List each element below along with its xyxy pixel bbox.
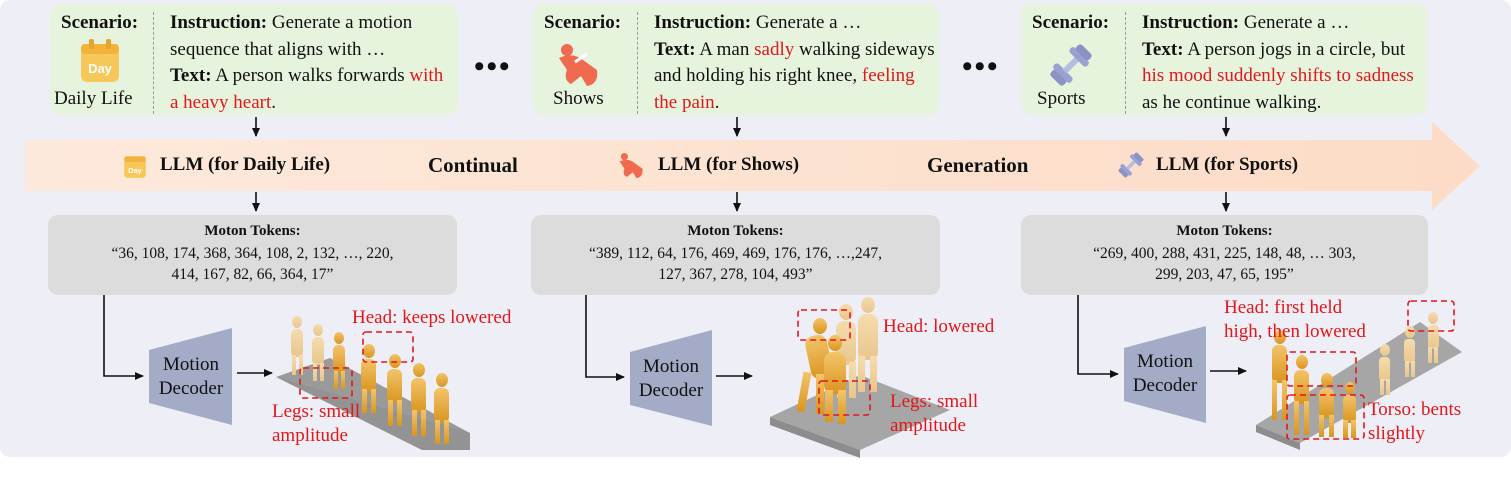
ellipsis: ••• — [962, 50, 1000, 83]
scenario-text: Instruction: Generate a motion sequence … — [170, 12, 444, 113]
scenario-card-shows: Scenario: Shows Instruction: Generate a … — [533, 4, 939, 115]
annotation-head: Head: lowered — [883, 316, 995, 337]
scenario-label: Scenario: — [1032, 12, 1110, 33]
svg-text:Day: Day — [88, 61, 113, 76]
tokens-values: “36, 108, 174, 368, 364, 108, 2, 132, …,… — [111, 245, 394, 283]
ellipsis: ••• — [474, 50, 512, 83]
scenario-text: Instruction: Generate a … Text: A man sa… — [654, 12, 935, 113]
scenario-card-daily-life: Scenario: Day Daily Life Instruction: Ge… — [50, 4, 458, 115]
annotation-head: Head: keeps lowered — [352, 307, 512, 328]
llm-label-daily-life: LLM (for Daily Life) — [160, 154, 331, 175]
stage-word-generation: Generation — [927, 153, 1029, 177]
divider — [1125, 12, 1126, 114]
calendar-day-icon: Day — [124, 156, 146, 178]
scenario-name: Daily Life — [54, 88, 133, 109]
motion-render-shows — [770, 297, 950, 458]
calendar-day-icon: Day — [81, 39, 119, 82]
llm-label-sports: LLM (for Sports) — [1156, 154, 1299, 175]
tokens-title: Moton Tokens: — [687, 223, 784, 239]
motion-render-sports — [1256, 300, 1462, 450]
tokens-title: Moton Tokens: — [1176, 223, 1273, 239]
motion-tokens-box-daily-life: Moton Tokens: “36, 108, 174, 368, 364, 1… — [48, 215, 457, 295]
scenario-label: Scenario: — [544, 12, 622, 33]
stage-word-continual: Continual — [428, 153, 518, 177]
scenario-name: Shows — [553, 88, 604, 109]
divider — [153, 12, 154, 114]
divider — [637, 12, 638, 114]
tokens-values: “389, 112, 64, 176, 469, 469, 176, 176, … — [588, 245, 883, 283]
dumbbell-icon — [1050, 44, 1092, 86]
motion-render-daily-life — [276, 316, 470, 450]
scenario-label: Scenario: — [61, 12, 139, 33]
motion-tokens-box-shows: Moton Tokens: “389, 112, 64, 176, 469, 4… — [531, 215, 940, 295]
scenario-text: Instruction: Generate a … Text: A person… — [1142, 12, 1414, 113]
scenario-name: Sports — [1037, 88, 1086, 109]
llm-label-shows: LLM (for Shows) — [658, 154, 800, 175]
tokens-title: Moton Tokens: — [204, 223, 301, 239]
motion-tokens-box-sports: Moton Tokens: “269, 400, 288, 431, 225, … — [1021, 215, 1428, 295]
dancer-icon — [619, 153, 643, 179]
tokens-values: “269, 400, 288, 431, 225, 148, 48, … 303… — [1093, 245, 1356, 283]
svg-text:Day: Day — [128, 166, 142, 175]
scenario-card-sports: Scenario: Sports Instruction: Generate a… — [1021, 4, 1427, 115]
dancer-icon — [559, 44, 598, 86]
dumbbell-icon — [1118, 152, 1144, 178]
